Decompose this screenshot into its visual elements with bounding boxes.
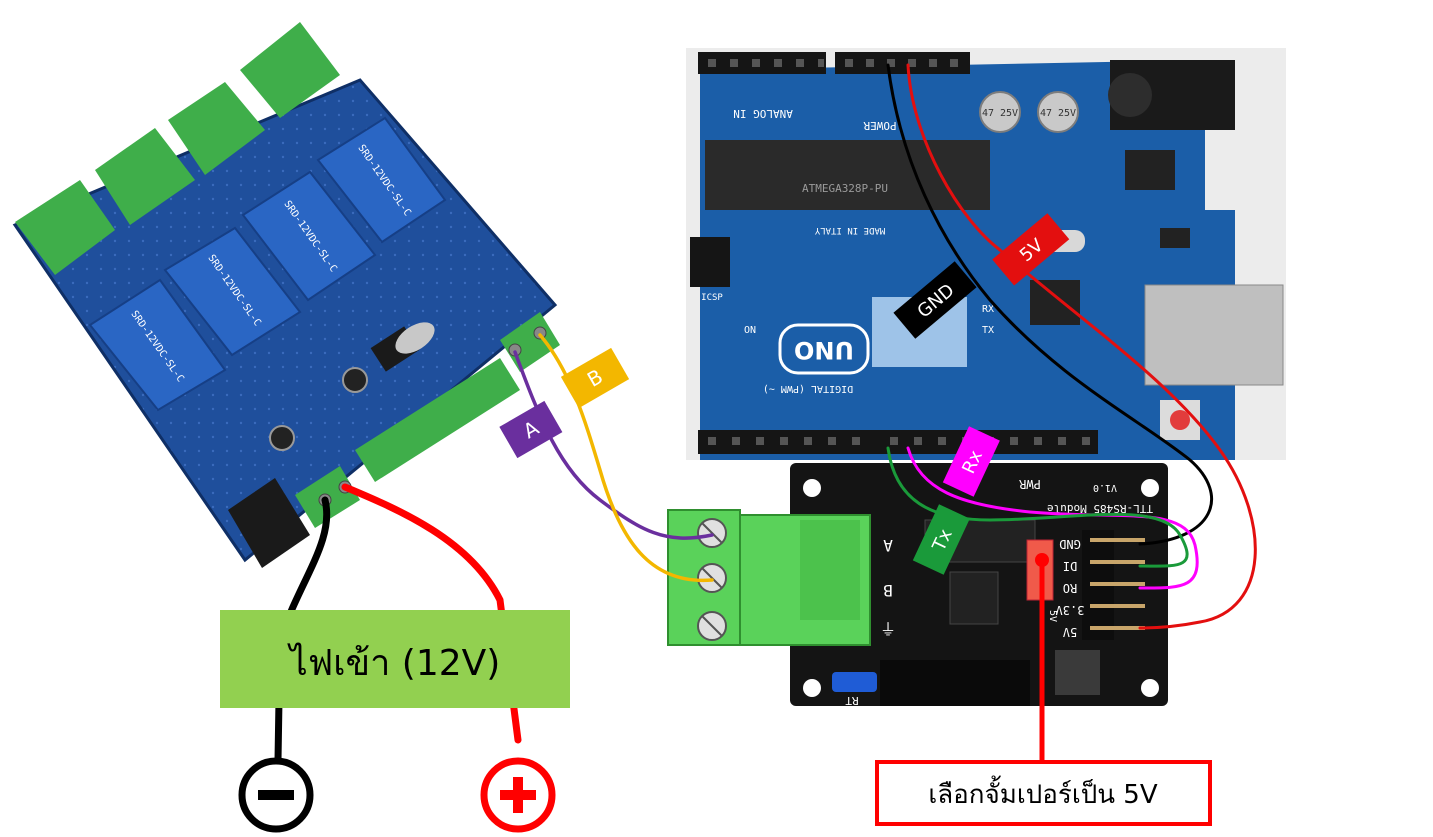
pin-ro-label: RO (1063, 581, 1077, 595)
made-in-label: MADE IN ITALY (814, 225, 885, 235)
wire-tags: A B GND 5V Rx Tx (499, 213, 1070, 575)
wire-b (538, 333, 714, 583)
minus-symbol (238, 757, 314, 833)
wire-tx (886, 446, 1189, 568)
chip-text: ATMEGA328P-PU (802, 182, 888, 195)
usb-chip (1030, 280, 1080, 325)
on-led-label: ON (744, 325, 756, 336)
power-input-box: ไฟเข้า (12V) (220, 610, 570, 708)
power-label: POWER (863, 119, 896, 132)
tag-a: A (499, 400, 563, 459)
rt-jumper (832, 672, 877, 692)
power-header (835, 52, 970, 74)
usb-connector (1144, 284, 1284, 386)
tag-rx: Rx (942, 426, 1000, 497)
capacitor-1 (979, 91, 1021, 133)
power-input-label: ไฟเข้า (12V) (287, 642, 501, 684)
rs485-module: TTL-RS485 Module V1.0 PWR 5V GND DI RO 3… (667, 463, 1168, 707)
cap-text-1: 47 25V (982, 108, 1018, 119)
relay-terminal-2 (95, 128, 195, 225)
wire-gnd (886, 63, 1214, 546)
terminal-gnd-label: ⏚ (880, 620, 896, 639)
terminal-a-label: A (883, 536, 893, 555)
uno-label: UNO (794, 336, 854, 364)
rs485-socket (880, 660, 1030, 706)
relay-1 (88, 278, 227, 412)
pin-33v-label: 3.3V (1056, 603, 1085, 617)
pin-di-label: DI (1063, 559, 1077, 573)
rx-led-label: RX (982, 304, 994, 315)
jumper-5v-label: 5V (1047, 610, 1058, 622)
inductor (1055, 650, 1100, 695)
relay-3 (241, 170, 377, 302)
relay-4 (316, 116, 447, 244)
rs485-chip (949, 571, 999, 625)
relay-2 (163, 226, 302, 357)
tag-5v: 5V (992, 213, 1070, 286)
analog-header (698, 52, 826, 74)
relay-cap-1 (342, 367, 368, 393)
relay-terminal-1 (15, 180, 115, 275)
tag-b: B (560, 347, 630, 409)
relay-board: SRD-12VDC-SL-C SRD-12VDC-SL-C SRD-12VDC-… (12, 22, 560, 568)
cap-text-2: 47 25V (1040, 108, 1076, 119)
rs485-title: TTL-RS485 Module (1047, 502, 1153, 515)
digital-label: DIGITAL (PWM ~) (763, 383, 853, 394)
jumper-note-label: เลือกจั้มเปอร์เป็น 5V (928, 775, 1157, 810)
icsp-header (690, 237, 730, 287)
regulator-chip (1125, 150, 1175, 190)
tx-led-label: TX (982, 325, 994, 336)
relay-terminal-3 (168, 82, 265, 175)
terminal-b-label: B (883, 581, 893, 600)
pin-gnd-label: GND (1059, 537, 1081, 551)
relay-input-terminal (355, 358, 520, 482)
wire-5v (906, 63, 1257, 630)
relay-terminal-4 (240, 22, 340, 118)
uno-logo (778, 323, 870, 375)
pwr-label: PWR (1018, 477, 1040, 491)
relay-cap-2 (269, 425, 295, 451)
tag-tx: Tx (912, 504, 970, 575)
rt-label: RT (845, 694, 859, 707)
plus-symbol (480, 757, 556, 833)
wire-a (513, 350, 714, 540)
capacitor-2 (1037, 91, 1079, 133)
relay-dc-jack (228, 478, 310, 568)
atmega-chip (705, 140, 990, 210)
relay-crystal (395, 322, 435, 354)
jumper-note-box: เลือกจั้มเปอร์เป็น 5V (875, 760, 1212, 826)
icsp-label: ICSP (701, 293, 723, 303)
rs485-version: V1.0 (1093, 482, 1117, 493)
analog-label: ANALOG IN (733, 107, 793, 120)
arduino-uno-board: 47 25V 47 25V ATMEGA328P-PU ANALOG IN PO… (686, 48, 1286, 460)
pin-5v-label: 5V (1063, 625, 1077, 639)
wire-power-positive (341, 483, 522, 744)
